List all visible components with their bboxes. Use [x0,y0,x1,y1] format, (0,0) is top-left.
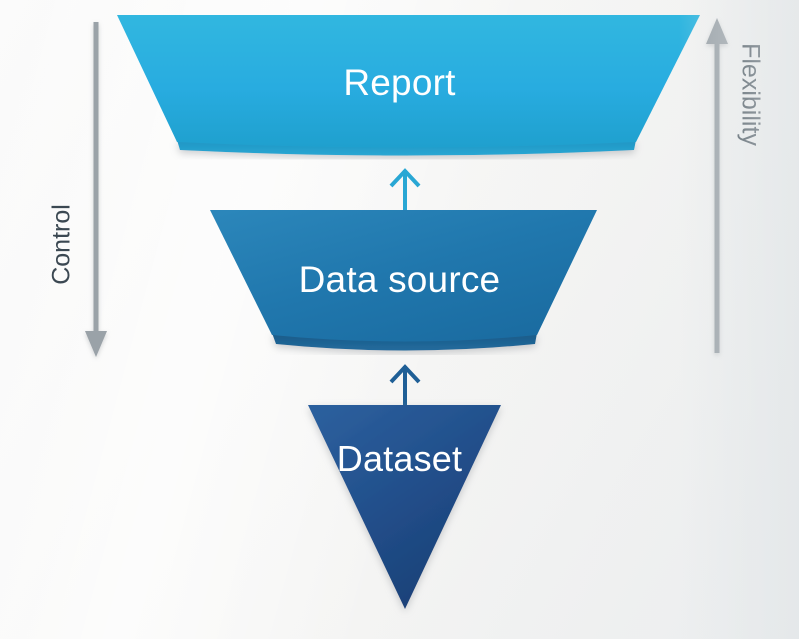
connector-dataset-to-data-source [389,364,421,406]
axis-label-control: Control [47,204,76,285]
stage-label-data-source: Data source [298,259,501,300]
control-axis-arrow [85,22,107,357]
stage-data-source[interactable] [210,210,597,351]
flexibility-axis-arrow [706,18,728,353]
stage-label-dataset: Dataset [336,438,463,479]
stage-data-source-face [210,210,597,342]
connector-data-source-to-report [389,168,421,210]
stage-dataset[interactable] [308,405,501,609]
stage-dataset-face [308,405,501,609]
stage-report[interactable] [117,15,700,156]
stage-label-report: Report [343,62,456,103]
axis-label-flexibility: Flexibility [736,43,765,146]
stage-report-face [117,15,700,148]
